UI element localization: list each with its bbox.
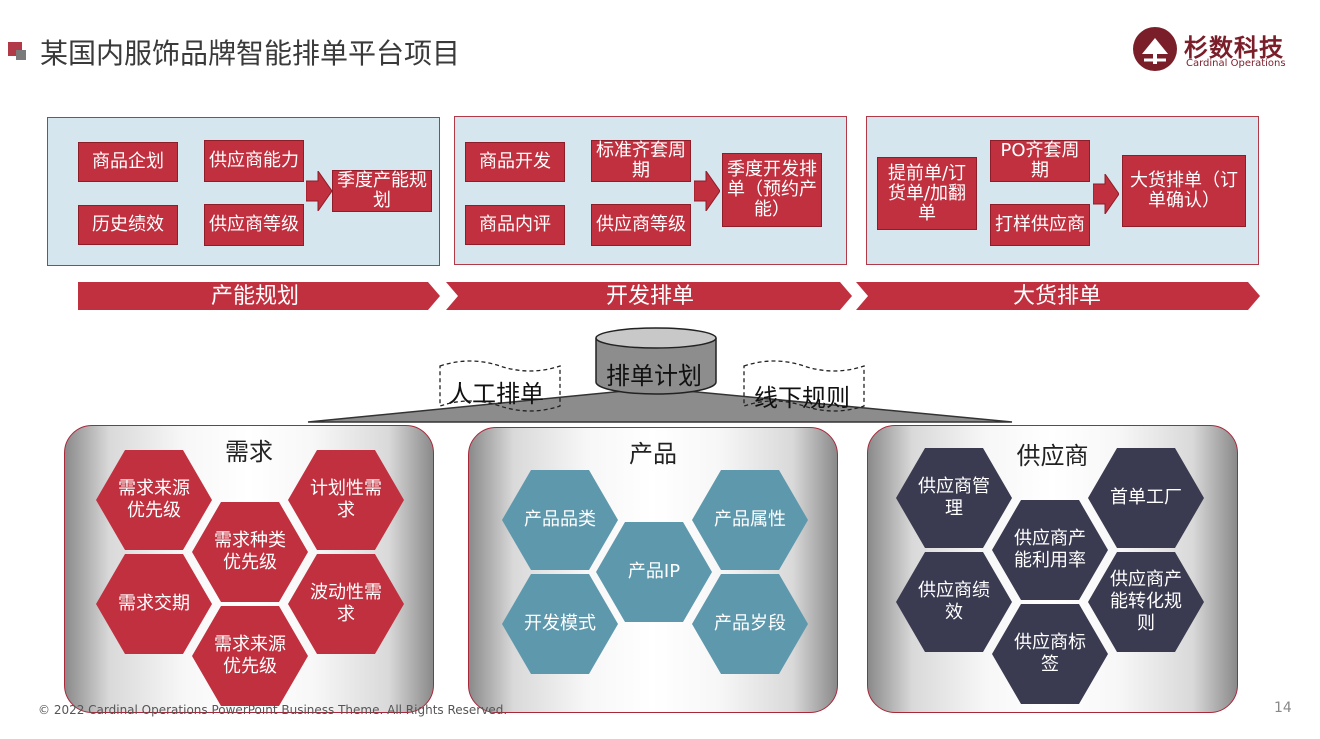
box-product-internal-review: 商品内评 <box>465 205 565 245</box>
hex-demand-delivery: 需求交期 <box>96 554 212 654</box>
logo-name: 杉数科技 <box>1184 34 1284 62</box>
box-supplier-grade: 供应商等级 <box>204 204 304 246</box>
manual-scheduling-label: 人工排单 <box>448 380 544 408</box>
box-advance-order: 提前单/订货单/加翻单 <box>877 157 977 230</box>
box-historical-performance: 历史绩效 <box>78 205 178 245</box>
group-title-demand: 需求 <box>225 438 273 466</box>
group-title-supplier: 供应商 <box>1016 442 1089 470</box>
hex-supplier-capacity-conversion-rules: 供应商产能转化规则 <box>1088 552 1204 652</box>
offline-rules-label: 线下规则 <box>754 384 850 412</box>
box-product-planning: 商品企划 <box>78 142 178 182</box>
logo-subtitle: Cardinal Operations <box>1186 58 1286 69</box>
offline-rules-wave <box>743 360 865 412</box>
arrow-right-icon <box>1093 174 1119 214</box>
box-sample-supplier: 打样供应商 <box>990 204 1090 246</box>
box-product-development: 商品开发 <box>465 142 565 182</box>
arrow-right-icon <box>694 171 720 211</box>
company-logo: 杉数科技 Cardinal Operations <box>1130 26 1300 76</box>
hex-planned-demand: 计划性需求 <box>288 450 404 550</box>
page-number: 14 <box>1274 700 1292 716</box>
hex-first-order-factory: 首单工厂 <box>1088 448 1204 548</box>
database-cylinder-icon <box>595 327 717 395</box>
hex-demand-type-priority: 需求种类优先级 <box>192 502 308 602</box>
box-supplier-grade-2: 供应商等级 <box>591 204 691 246</box>
hex-supplier-capacity-utilization: 供应商产能利用率 <box>992 500 1108 600</box>
box-bulk-order-confirmation: 大货排单（订单确认） <box>1122 155 1246 227</box>
logo-emblem-icon <box>1133 27 1177 71</box>
manual-scheduling-wave <box>439 360 561 412</box>
plan-label: 排单计划 <box>606 362 702 390</box>
footer-copyright: © 2022 Cardinal Operations PowerPoint Bu… <box>38 703 508 717</box>
box-po-kit-cycle: PO齐套周期 <box>990 140 1090 182</box>
stage-label-bulk: 大货排单 <box>1012 284 1101 309</box>
box-standard-kit-cycle: 标准齐套周期 <box>591 140 691 182</box>
page-title: 某国内服饰品牌智能排单平台项目 <box>40 37 461 70</box>
hex-volatile-demand: 波动性需求 <box>288 554 404 654</box>
box-supplier-capacity: 供应商能力 <box>204 140 304 182</box>
title-marker-icon <box>8 42 26 60</box>
box-seasonal-capacity-plan: 季度产能规划 <box>332 170 432 212</box>
stage-chevron-bar <box>78 282 1260 310</box>
box-seasonal-development-schedule: 季度开发排单（预约产能） <box>722 153 822 227</box>
arrow-right-icon <box>306 171 332 211</box>
stage-label-capacity: 产能规划 <box>210 284 299 309</box>
stage-label-development: 开发排单 <box>605 284 694 309</box>
hex-demand-source-priority-2: 需求来源优先级 <box>192 606 308 706</box>
funnel-triangle <box>307 387 1013 423</box>
group-title-product: 产品 <box>629 440 677 468</box>
